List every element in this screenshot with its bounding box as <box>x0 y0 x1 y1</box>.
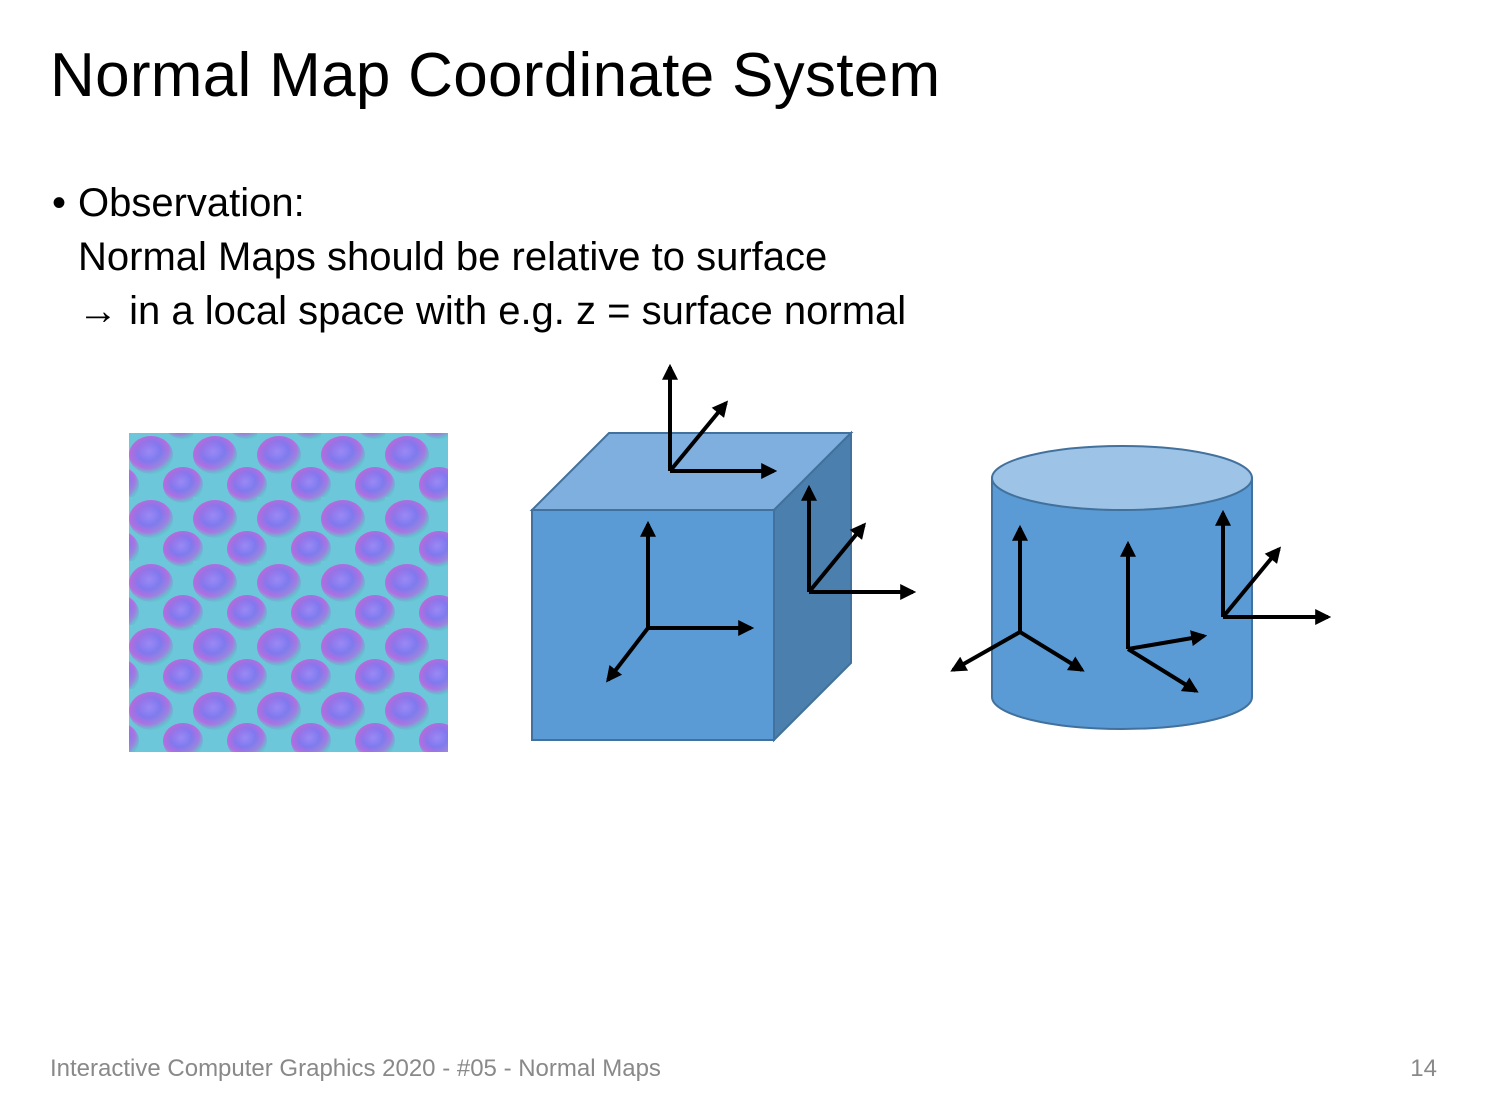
cylinder-axes-left <box>950 524 1085 672</box>
cube-front-face <box>531 509 775 741</box>
page-number: 14 <box>1410 1055 1437 1082</box>
diagonal-arrow <box>1221 546 1282 619</box>
bullet-list: • Observation: Normal Maps should be rel… <box>52 176 906 338</box>
cube-side-axes <box>801 484 917 600</box>
right-down-arrow <box>1018 630 1085 672</box>
slide-footer: Interactive Computer Graphics 2020 - #05… <box>50 1055 661 1082</box>
left-down-arrow <box>950 630 1021 672</box>
slide-title: Normal Map Coordinate System <box>50 41 941 110</box>
cylinder <box>991 445 1253 730</box>
cube-front-axes <box>606 520 755 683</box>
cube <box>529 430 854 743</box>
cylinder-axes-middle <box>1120 540 1208 693</box>
diagonal-arrow <box>807 522 867 594</box>
cylinder-top <box>991 445 1253 511</box>
cube-top-axes <box>662 363 778 479</box>
cylinder-axes-right <box>1215 509 1332 625</box>
diagonal-arrow <box>606 626 650 683</box>
bullet-line-3: → in a local space with e.g. z = surface… <box>78 289 907 333</box>
bullet-marker: • <box>52 181 67 225</box>
cylinder-body <box>991 477 1253 730</box>
bullet-item: • Observation: <box>52 176 906 230</box>
right-arrow <box>1127 630 1208 651</box>
normal-map-texture <box>129 433 448 752</box>
bullet-line-2: Normal Maps should be relative to surfac… <box>78 235 828 279</box>
diagonal-arrow <box>668 400 729 473</box>
bullet-heading: Observation: <box>78 181 305 225</box>
down-right-arrow <box>1126 647 1199 693</box>
